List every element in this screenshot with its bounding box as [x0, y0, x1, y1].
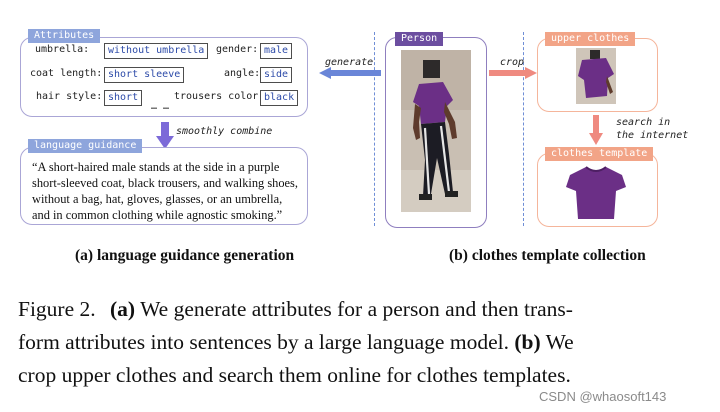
caption-marker-a: (a)	[110, 297, 136, 321]
caption-line-2: form attributes into sentences by a larg…	[18, 330, 574, 355]
crop-arrow-icon	[489, 67, 537, 79]
smoothly-combine-label: smoothly combine	[176, 126, 273, 137]
search-arrow-icon	[589, 115, 603, 145]
attribute-ellipsis: … …	[151, 101, 170, 112]
caption-label: Figure 2.	[18, 297, 96, 321]
language-guidance-tag: language guidance	[28, 139, 143, 153]
person-image	[401, 50, 471, 212]
caption-marker-b: (b)	[514, 330, 541, 354]
attribute-label-angle: angle:	[224, 68, 261, 79]
language-guidance-line: and in common clothing while agnostic sm…	[32, 208, 283, 222]
crop-label: crop	[500, 57, 525, 68]
attribute-label-gender: gender:	[216, 44, 259, 55]
combine-arrow-icon	[156, 122, 174, 149]
caption-text-line3: crop upper clothes and search them onlin…	[18, 363, 571, 387]
clothes-template-image	[566, 166, 626, 219]
attributes-tag: Attributes	[28, 29, 101, 43]
language-guidance-line: “A short-haired male stands at the side …	[32, 160, 280, 174]
attribute-value-trousers-color: black	[260, 90, 299, 106]
person-tag: Person	[395, 32, 444, 46]
attribute-value-hair-style: short	[104, 90, 143, 106]
attribute-value-gender: male	[260, 43, 293, 59]
caption-text-b: We	[540, 330, 574, 354]
attribute-value-angle: side	[260, 67, 293, 83]
attribute-label-coat-length: coat length:	[30, 68, 103, 79]
attribute-value-coat-length: short sleeve	[104, 67, 185, 83]
attribute-label-hair-style: hair style:	[36, 91, 103, 102]
divider-left	[374, 32, 375, 226]
upper-clothes-image	[576, 48, 616, 104]
language-guidance-panel	[20, 147, 308, 225]
sub-caption-a: (a) language guidance generation	[75, 247, 295, 264]
attribute-label-umbrella: umbrella:	[35, 44, 90, 55]
clothes-template-tag: clothes template	[545, 147, 654, 161]
language-guidance-line: short-sleeved coat, black trousers, and …	[32, 176, 298, 190]
caption-text-a: We generate attributes for a person and …	[135, 297, 573, 321]
caption-line-3: crop upper clothes and search them onlin…	[18, 363, 571, 388]
caption-line-1: Figure 2. (a) We generate attributes for…	[18, 297, 573, 322]
search-label-line: the internet	[616, 130, 689, 141]
language-guidance-line: without a bag, hat, gloves, glasses, or …	[32, 192, 283, 206]
attribute-label-trousers-color: trousers color:	[174, 91, 265, 102]
divider-right	[523, 32, 524, 226]
sub-caption-b: (b) clothes template collection	[449, 247, 646, 264]
generate-label: generate	[325, 57, 374, 68]
attribute-value-umbrella: without umbrella	[104, 43, 209, 59]
generate-arrow-icon	[319, 67, 381, 79]
watermark: CSDN @whaosoft143	[539, 389, 667, 404]
search-label-line: search in	[616, 117, 671, 128]
upper-clothes-tag: upper clothes	[545, 32, 636, 46]
caption-text-line2: form attributes into sentences by a larg…	[18, 330, 515, 354]
